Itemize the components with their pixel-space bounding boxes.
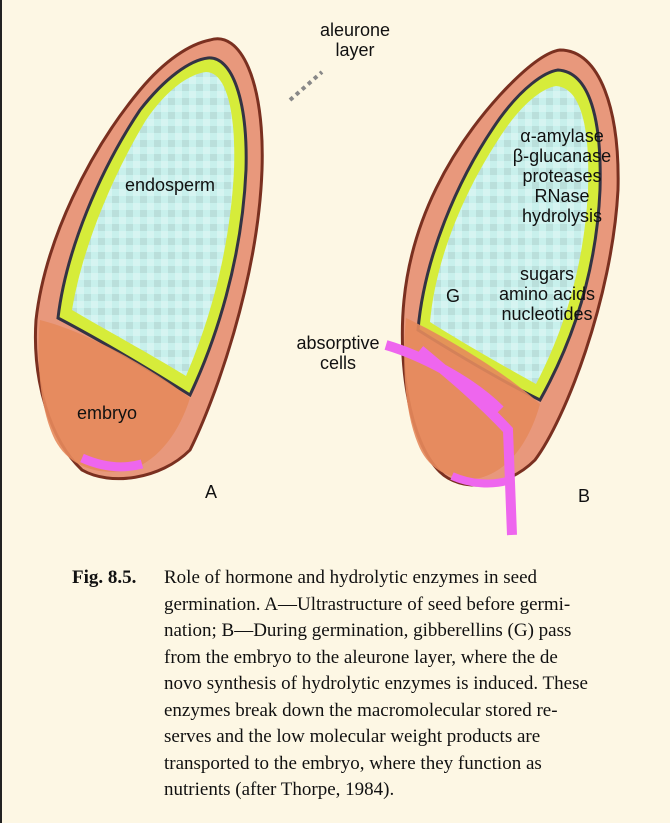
caption-line: nation; B—During germination, gibberelli…: [164, 618, 652, 645]
caption-line: Role of hormone and hydrolytic enzymes i…: [164, 565, 652, 592]
label-products: sugars amino acids nucleotides: [482, 264, 612, 324]
caption-line: serves and the low molecular weight prod…: [164, 724, 652, 751]
caption-line: germination. A—Ultrastructure of seed be…: [164, 592, 652, 619]
caption-title: Fig. 8.5.: [72, 565, 136, 592]
label-enzymes: α-amylase β-glucanase proteases RNase hy…: [498, 126, 626, 226]
label-absorptive-cells: absorptive cells: [290, 333, 386, 373]
label-b: B: [578, 486, 590, 506]
label-endosperm: endosperm: [125, 175, 215, 195]
caption-body: Role of hormone and hydrolytic enzymes i…: [164, 565, 652, 804]
label-a: A: [205, 482, 217, 502]
label-g: G: [446, 286, 460, 306]
caption-line: transported to the embryo, where they fu…: [164, 751, 652, 778]
caption-line: novo synthesis of hydrolytic enzymes is …: [164, 671, 652, 698]
caption-line: nutrients (after Thorpe, 1984).: [164, 777, 652, 804]
caption-line: from the embryo to the aleurone layer, w…: [164, 645, 652, 672]
caption-line: enzymes break down the macromolecular st…: [164, 698, 652, 725]
seed-a: [35, 39, 262, 479]
label-embryo: embryo: [77, 403, 137, 423]
label-aleurone-layer: aleurone layer: [300, 20, 410, 60]
aleurone-leader: [290, 72, 322, 100]
figure-caption: Fig. 8.5. Role of hormone and hydrolytic…: [72, 565, 652, 804]
